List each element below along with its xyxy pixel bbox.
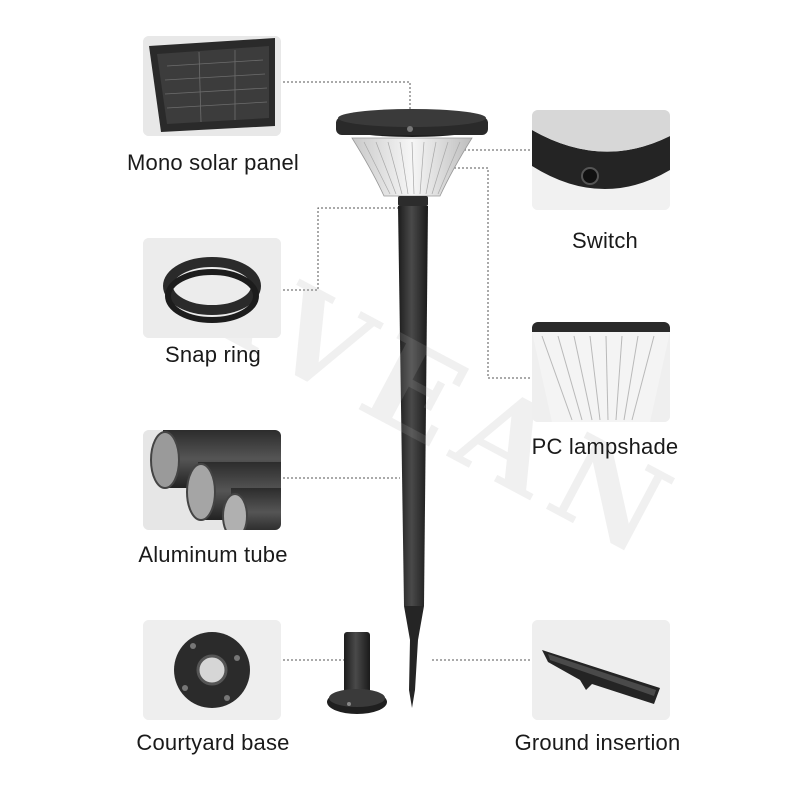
courtyard-base-photo xyxy=(143,620,281,720)
switch-photo xyxy=(532,110,670,210)
aluminum-tube-photo xyxy=(143,430,281,530)
label-switch: Switch xyxy=(572,228,638,253)
label-pc-lampshade: PC lampshade xyxy=(531,434,679,459)
label-courtyard-base: Courtyard base xyxy=(136,730,290,755)
solar-panel-photo xyxy=(143,36,281,136)
label-mono-solar-panel: Mono solar panel xyxy=(127,150,299,175)
ground-insertion-photo xyxy=(532,620,670,720)
solar-lamp-product xyxy=(336,109,488,708)
pc-lampshade-photo xyxy=(532,322,670,422)
label-aluminum-tube: Aluminum tube xyxy=(138,542,288,567)
label-ground-insertion: Ground insertion xyxy=(514,730,681,755)
courtyard-base-stand xyxy=(327,632,387,714)
label-snap-ring: Snap ring xyxy=(165,342,261,367)
snap-ring-photo xyxy=(143,238,281,338)
